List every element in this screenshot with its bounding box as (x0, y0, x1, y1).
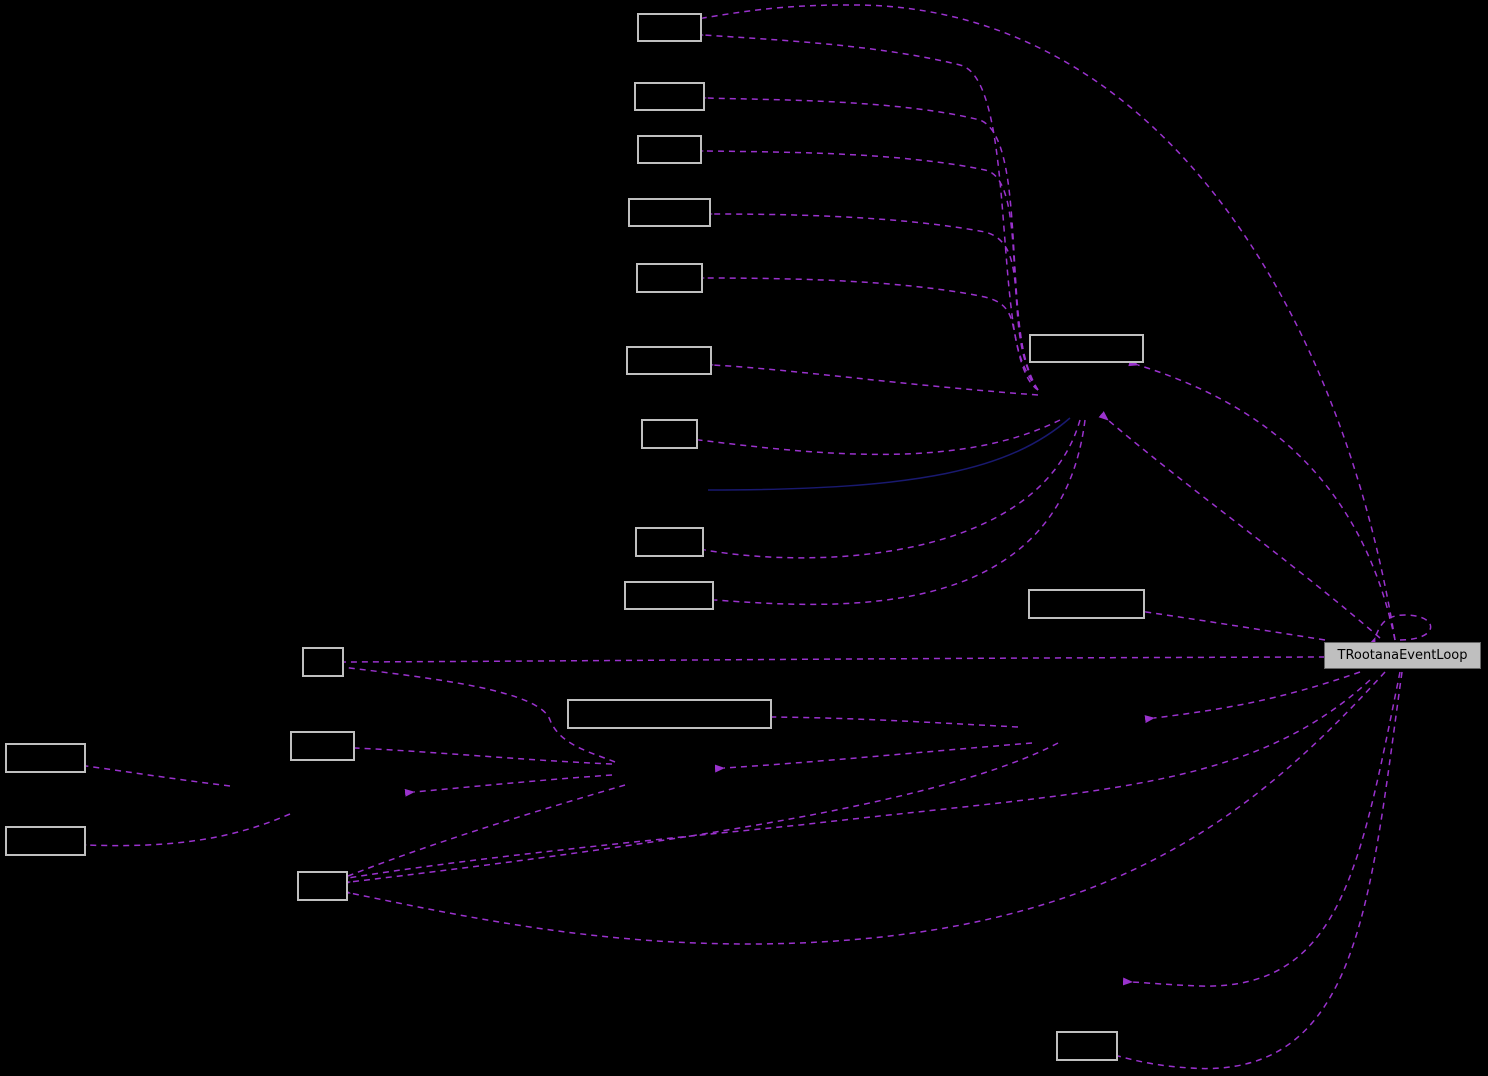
graph-node[interactable] (626, 346, 712, 375)
graph-node[interactable] (5, 743, 86, 773)
graph-node[interactable] (626, 477, 708, 505)
graph-node[interactable] (628, 198, 711, 227)
graph-node[interactable] (636, 263, 703, 293)
graph-node[interactable] (637, 135, 702, 164)
graph-node[interactable] (302, 647, 344, 677)
graph-node[interactable] (1029, 334, 1144, 363)
graph-node[interactable] (290, 731, 355, 761)
graph-node[interactable] (624, 581, 714, 610)
graph-node[interactable] (1028, 589, 1145, 619)
graph-node[interactable] (641, 419, 698, 449)
graph-node[interactable] (297, 871, 348, 901)
graph-node[interactable] (635, 527, 704, 557)
graph-node[interactable] (637, 13, 702, 42)
graph-node[interactable] (5, 826, 86, 856)
graph-node[interactable] (634, 82, 705, 111)
graph-node[interactable] (567, 699, 772, 729)
graph-node[interactable] (1056, 1031, 1118, 1061)
main-class-node[interactable]: TRootanaEventLoop (1324, 642, 1481, 669)
